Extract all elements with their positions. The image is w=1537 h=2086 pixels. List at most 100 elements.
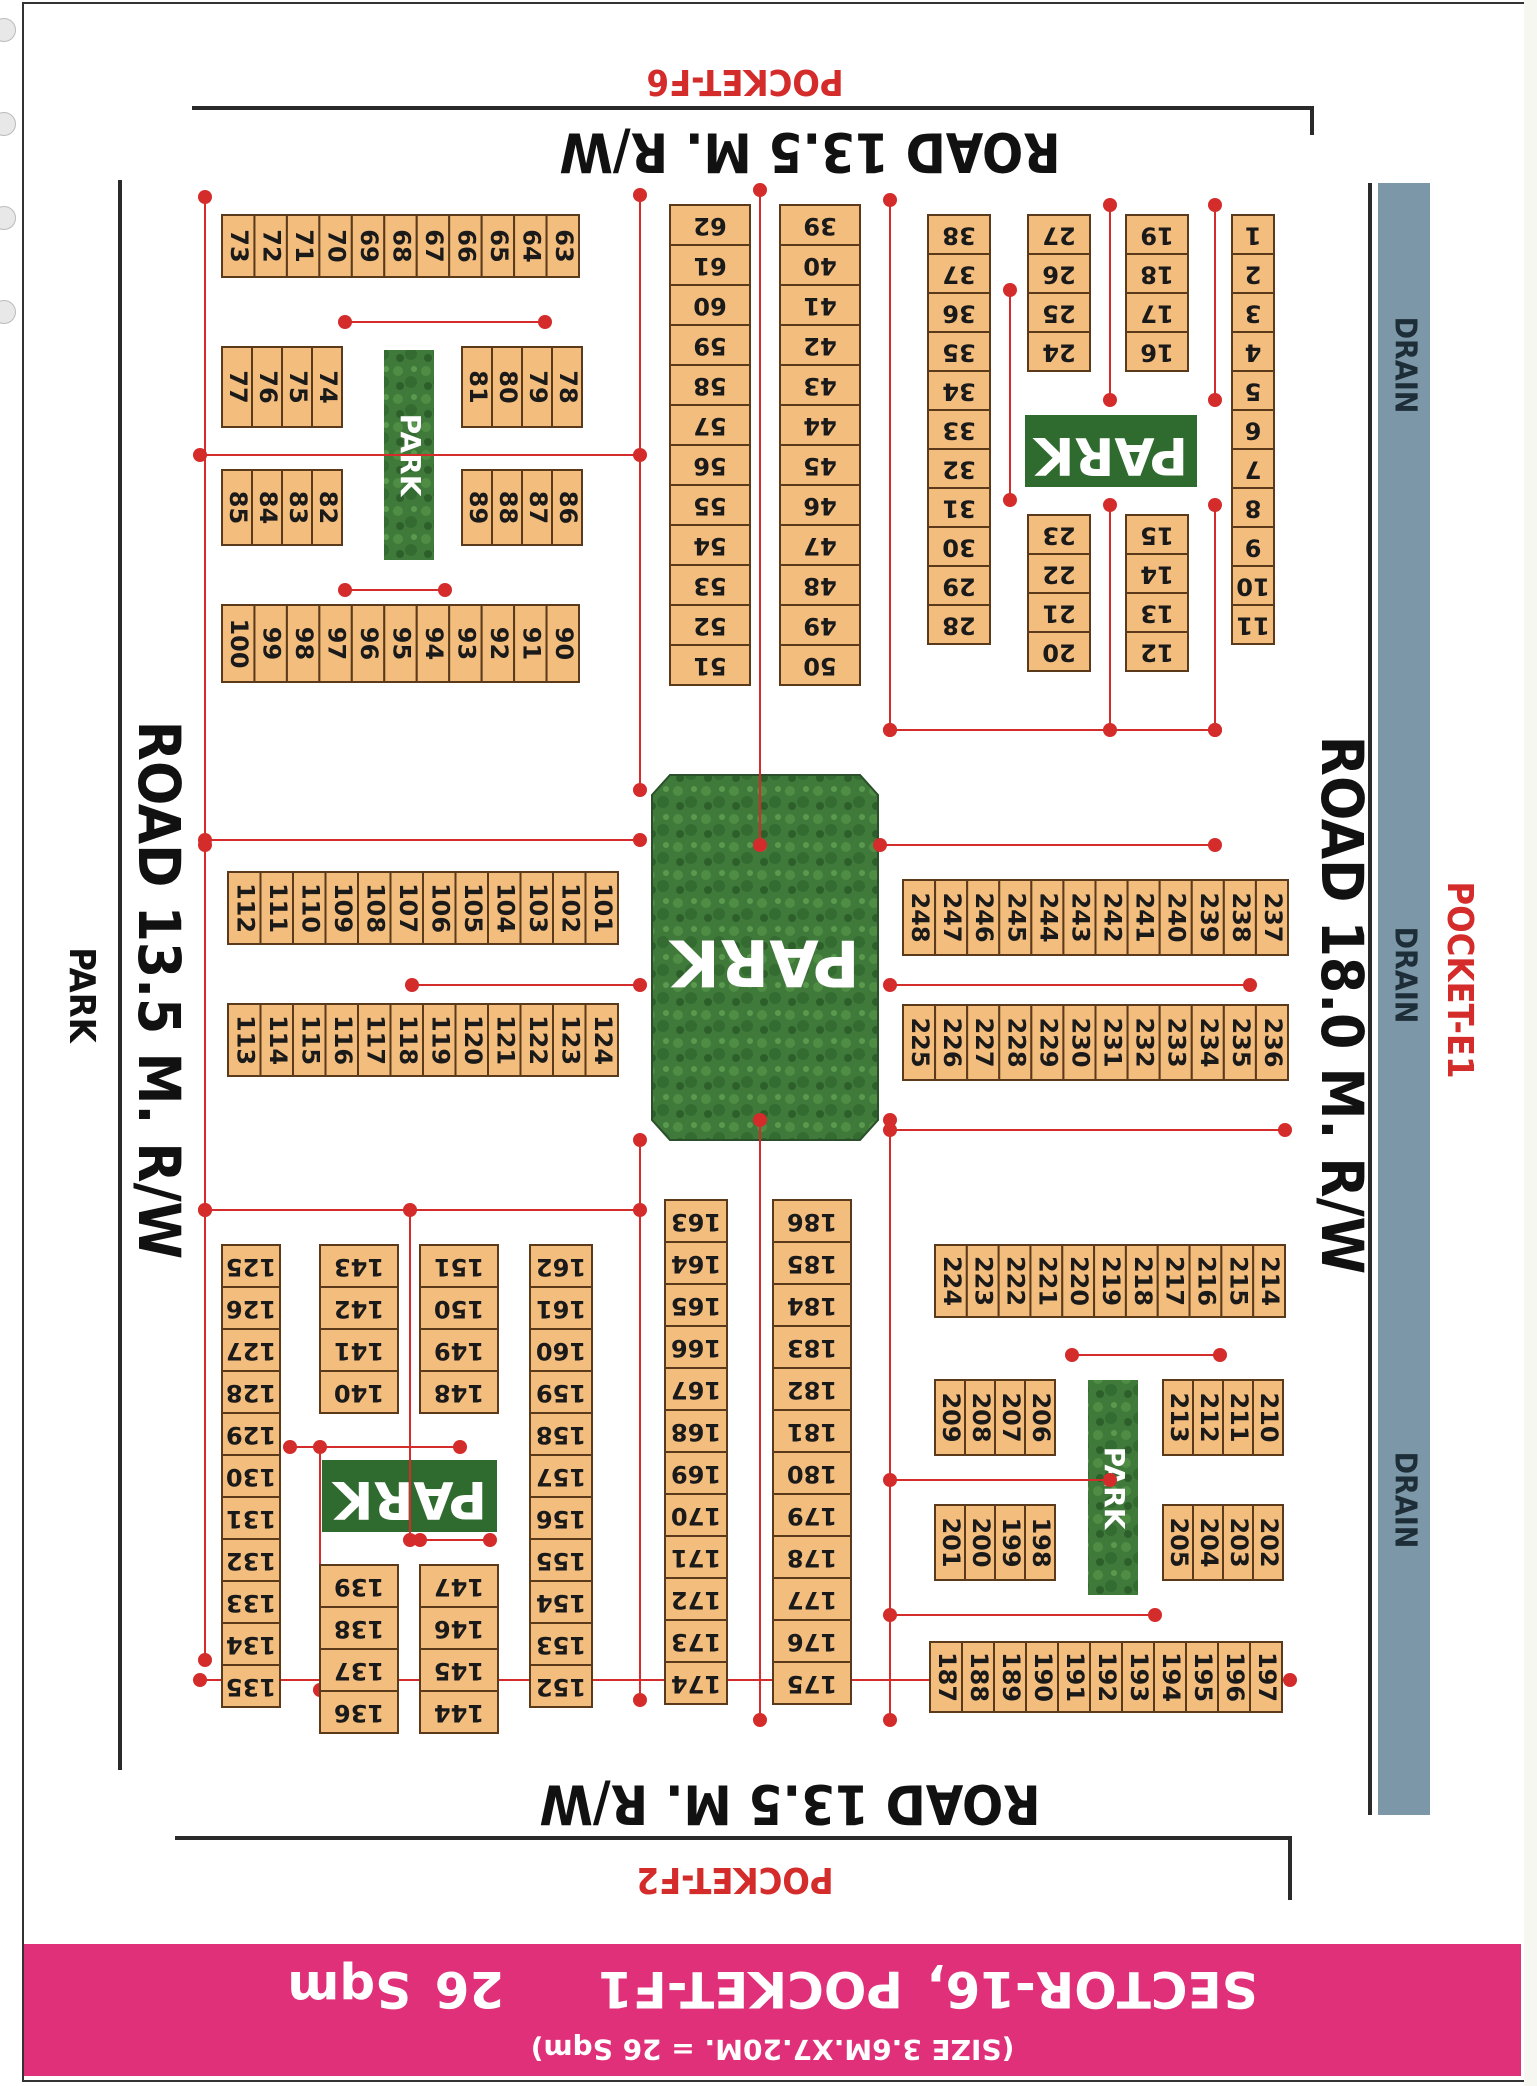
plot-number: 141 <box>334 1337 384 1365</box>
service-node <box>1208 198 1222 212</box>
plot-195: 195 <box>1185 1641 1219 1713</box>
plot-number: 59 <box>693 332 726 360</box>
plot-cell <box>584 1003 619 1077</box>
plot-number: 18 <box>1140 261 1173 289</box>
plot-cell <box>584 871 619 945</box>
plot-number: 231 <box>1099 1017 1127 1067</box>
plot-215: 215 <box>1220 1244 1255 1318</box>
plot-cell <box>415 214 451 278</box>
plot-77: 77 <box>221 346 253 428</box>
plot-107: 107 <box>389 871 424 945</box>
plot-17: 17 <box>1125 292 1189 333</box>
plot-29: 29 <box>927 565 991 606</box>
plot-85: 85 <box>221 469 253 546</box>
plot-number: 216 <box>1192 1256 1220 1306</box>
plot-cell <box>1231 604 1275 645</box>
service-node <box>338 315 352 329</box>
plot-cell <box>1125 631 1189 672</box>
plot-number: 130 <box>226 1463 276 1491</box>
plot-cell <box>383 214 418 278</box>
plot-cell <box>772 1493 852 1537</box>
plot-number: 60 <box>693 292 726 320</box>
plot-2: 2 <box>1231 253 1275 294</box>
service-node <box>1208 723 1222 737</box>
plot-cell <box>357 871 392 945</box>
plot-number: 24 <box>1042 339 1075 367</box>
service-node <box>453 1440 467 1454</box>
plot-cell <box>927 214 991 255</box>
plot-105: 105 <box>454 871 489 945</box>
service-node <box>1208 393 1222 407</box>
plot-38: 38 <box>927 214 991 255</box>
plot-cell <box>1231 370 1275 411</box>
parks: PARK PARK PARK PARK PARK <box>322 350 1197 1595</box>
plot-number: 214 <box>1256 1256 1284 1306</box>
plot-cell <box>319 1564 399 1608</box>
plot-cell <box>1057 1641 1091 1713</box>
plot-cell <box>221 604 256 683</box>
plot-205: 205 <box>1162 1504 1194 1581</box>
plot-number: 29 <box>942 573 975 601</box>
service-node <box>883 1113 897 1127</box>
plot-206: 206 <box>1024 1379 1056 1456</box>
plot-138: 138 <box>319 1606 399 1650</box>
road-label-right: ROAD 18.0 M. R/W <box>1308 736 1376 1274</box>
plot-number: 72 <box>258 229 286 262</box>
plot-number: 65 <box>485 229 513 262</box>
plot-cell <box>966 879 1001 956</box>
plot-cell <box>415 604 451 683</box>
plot-cell <box>1249 1641 1283 1713</box>
plot-cell <box>1027 553 1091 594</box>
plot-128: 128 <box>221 1370 281 1414</box>
service-node <box>198 838 212 852</box>
plot-140: 140 <box>319 1370 399 1414</box>
plot-132: 132 <box>221 1538 281 1582</box>
plot-112: 112 <box>227 871 262 945</box>
plot-number: 176 <box>787 1628 837 1656</box>
service-node <box>198 1203 212 1217</box>
plot-number: 53 <box>693 572 726 600</box>
plot-number: 166 <box>671 1334 721 1362</box>
plot-cell <box>419 1370 499 1414</box>
plot-number: 138 <box>334 1615 384 1643</box>
plot-number: 239 <box>1195 892 1223 942</box>
plot-139: 139 <box>319 1564 399 1608</box>
plot-cell <box>448 604 483 683</box>
plot-number: 100 <box>225 618 253 668</box>
plot-number: 44 <box>803 412 836 440</box>
plot-cell <box>551 469 583 546</box>
plot-62: 62 <box>669 204 751 246</box>
plot-70: 70 <box>318 214 353 278</box>
plot-number: 42 <box>803 332 836 360</box>
plot-4: 4 <box>1231 331 1275 372</box>
plot-number: 223 <box>970 1256 998 1306</box>
plot-39: 39 <box>779 204 861 246</box>
service-node <box>198 1653 212 1667</box>
plot-number: 114 <box>264 1015 292 1065</box>
plot-11: 11 <box>1231 604 1275 645</box>
plot-number: 139 <box>334 1573 384 1601</box>
service-node <box>633 448 647 462</box>
plot-grid: 1234567891011191817161514131227262524232… <box>221 204 1289 1734</box>
plot-cell <box>998 879 1033 956</box>
service-node <box>338 583 352 597</box>
plot-187: 187 <box>929 1641 963 1713</box>
plot-cell <box>318 604 353 683</box>
plot-167: 167 <box>664 1367 728 1411</box>
plot-cell <box>519 871 554 945</box>
plot-7: 7 <box>1231 448 1275 489</box>
plot-159: 159 <box>529 1370 593 1414</box>
plot-3: 3 <box>1231 292 1275 333</box>
plot-number: 180 <box>787 1460 837 1488</box>
plot-49: 49 <box>779 604 861 646</box>
plot-137: 137 <box>319 1648 399 1692</box>
plot-number: 167 <box>671 1376 721 1404</box>
plot-87: 87 <box>521 469 553 546</box>
plot-cell <box>419 1328 499 1372</box>
plot-cell <box>319 1648 399 1692</box>
service-node <box>1103 498 1117 512</box>
plot-75: 75 <box>281 346 313 428</box>
plot-102: 102 <box>552 871 587 945</box>
